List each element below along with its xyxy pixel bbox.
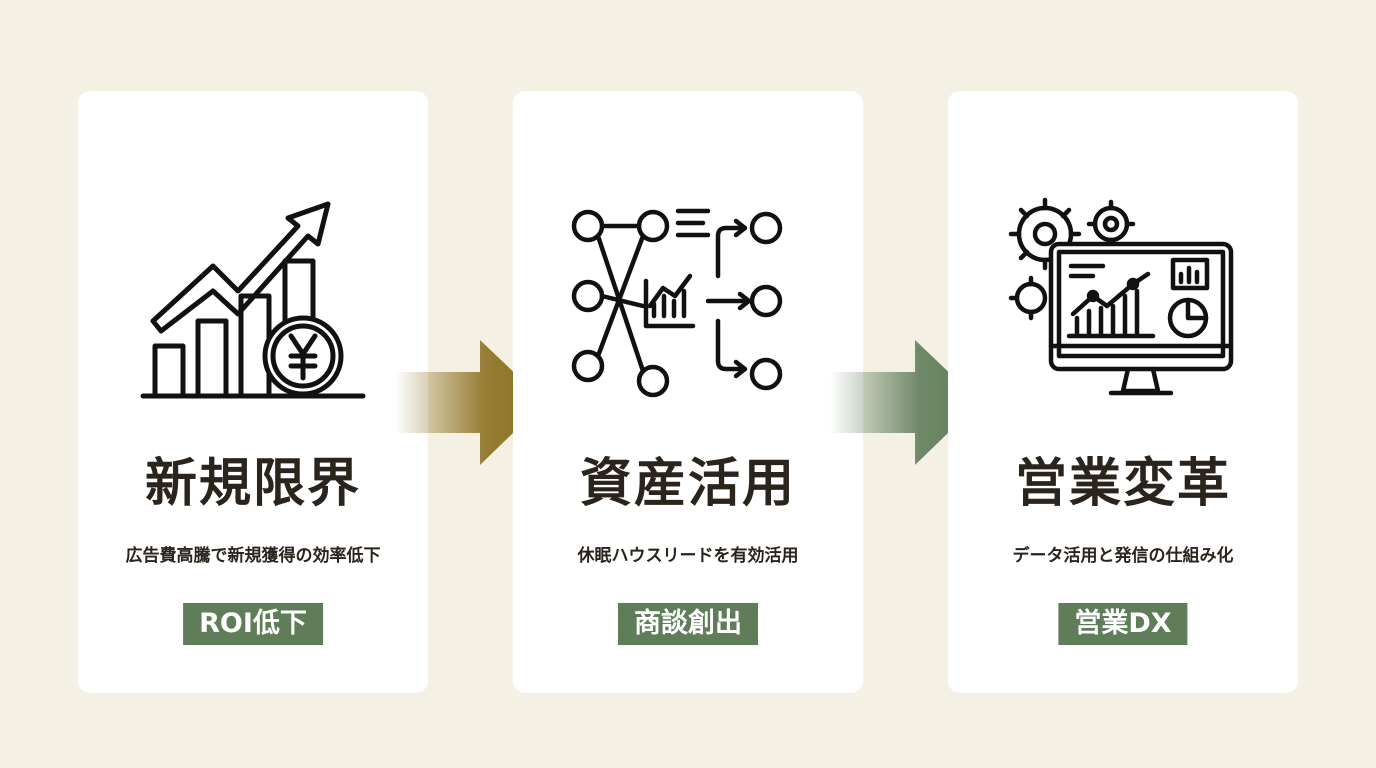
step-badge: ROI低下 bbox=[183, 603, 323, 645]
step-badge: 商談創出 bbox=[618, 603, 758, 645]
step-description: 休眠ハウスリードを有効活用 bbox=[577, 546, 799, 566]
flow-arrow-2 bbox=[830, 340, 980, 465]
step-title: 新規限界 bbox=[144, 453, 361, 514]
step-card-sales-transformation: 営業変革 データ活用と発信の仕組み化 営業DX bbox=[948, 91, 1298, 693]
step-badge: 営業DX bbox=[1058, 603, 1188, 645]
step-description: 広告費高騰で新規獲得の効率低下 bbox=[125, 546, 381, 566]
monitor-gears-icon bbox=[1003, 196, 1243, 416]
flow-arrow-1 bbox=[395, 340, 545, 465]
rising-chart-yen-icon bbox=[133, 196, 373, 416]
network-nodes-icon bbox=[568, 196, 808, 416]
step-title: 営業変革 bbox=[1014, 453, 1231, 514]
step-description: データ活用と発信の仕組み化 bbox=[1012, 546, 1234, 566]
step-card-asset-utilization: 資産活用 休眠ハウスリードを有効活用 商談創出 bbox=[513, 91, 863, 693]
step-title: 資産活用 bbox=[579, 453, 796, 514]
step-card-new-limit: 新規限界 広告費高騰で新規獲得の効率低下 ROI低下 bbox=[78, 91, 428, 693]
